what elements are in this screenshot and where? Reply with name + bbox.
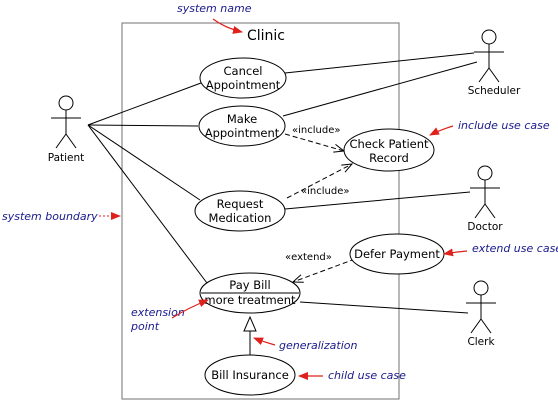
svg-text:Defer Payment: Defer Payment <box>354 247 440 261</box>
actor-scheduler[interactable]: Scheduler <box>468 29 521 97</box>
assoc-patient-request <box>87 124 201 201</box>
extension-point-label: more treatment <box>204 293 296 307</box>
svg-text:Scheduler: Scheduler <box>468 85 521 97</box>
arrow-extend-use-case <box>443 248 468 257</box>
include-make-check <box>284 133 344 151</box>
assoc-patient-make <box>87 124 199 127</box>
use-case-pay-bill[interactable]: Pay Bill more treatment <box>199 272 301 314</box>
assoc-request-doctor <box>284 191 471 210</box>
svg-text:Clerk: Clerk <box>467 336 495 348</box>
actor-doctor[interactable]: Doctor <box>467 165 503 233</box>
use-case-request-medication[interactable]: Request Medication <box>194 190 286 232</box>
associations <box>87 52 478 314</box>
svg-text:Doctor: Doctor <box>467 221 503 233</box>
use-case-bill-insurance[interactable]: Bill Insurance <box>204 354 296 396</box>
system-boundary <box>121 22 400 400</box>
assoc-patient-paybill <box>87 124 211 288</box>
svg-text:Check Patient: Check Patient <box>349 137 429 151</box>
arrow-generalization <box>253 337 276 346</box>
arrow-include-use-case <box>429 125 454 136</box>
arrow-system-name <box>212 18 243 34</box>
annotation-child-use-case: child use case <box>328 369 406 382</box>
annotation-include-use-case: include use case <box>458 119 550 132</box>
actor-clerk[interactable]: Clerk <box>466 280 496 348</box>
assoc-paybill-clerk <box>299 301 469 314</box>
annotation-extension-point-1: extension <box>131 306 185 319</box>
svg-text:Appointment: Appointment <box>206 78 281 92</box>
use-case-check-patient-record[interactable]: Check Patient Record <box>343 128 435 172</box>
extend-defer-paybill <box>293 258 356 282</box>
annotation-extension-point-2: point <box>130 320 160 333</box>
svg-text:Appointment: Appointment <box>205 126 280 140</box>
svg-text:Medication: Medication <box>209 211 272 225</box>
svg-text:Bill Insurance: Bill Insurance <box>211 368 289 382</box>
include-label-2: «include» <box>301 186 349 197</box>
annotation-system-boundary: system boundary <box>2 210 98 223</box>
use-case-make-appointment[interactable]: Make Appointment <box>198 105 286 147</box>
generalization-link <box>243 315 257 357</box>
arrow-extension-point <box>171 299 209 319</box>
system-title: Clinic <box>247 28 285 44</box>
annotations: system name include use case system boun… <box>2 2 558 382</box>
use-case-cancel-appointment[interactable]: Cancel Appointment <box>199 57 287 99</box>
svg-text:Patient: Patient <box>48 152 85 164</box>
annotation-extend-use-case: extend use case <box>472 242 558 255</box>
annotation-generalization: generalization <box>279 339 357 352</box>
svg-text:Cancel: Cancel <box>224 64 263 78</box>
assoc-patient-cancel <box>87 82 202 126</box>
generalization-triangle <box>243 315 257 332</box>
actor-patient[interactable]: Patient <box>48 95 85 164</box>
extend-label: «extend» <box>285 252 332 263</box>
svg-text:Make: Make <box>227 112 257 126</box>
assoc-make-scheduler <box>282 61 478 117</box>
svg-text:Request: Request <box>217 197 264 211</box>
svg-text:Record: Record <box>369 151 409 165</box>
annotation-system-name: system name <box>177 2 252 15</box>
include-label-1: «include» <box>292 125 340 136</box>
svg-text:Pay Bill: Pay Bill <box>229 278 270 292</box>
use-case-defer-payment[interactable]: Defer Payment <box>349 233 445 275</box>
actor-patient-head <box>58 95 74 111</box>
dependencies <box>284 133 356 282</box>
include-request-check <box>286 164 352 199</box>
assoc-cancel-scheduler <box>284 52 475 74</box>
